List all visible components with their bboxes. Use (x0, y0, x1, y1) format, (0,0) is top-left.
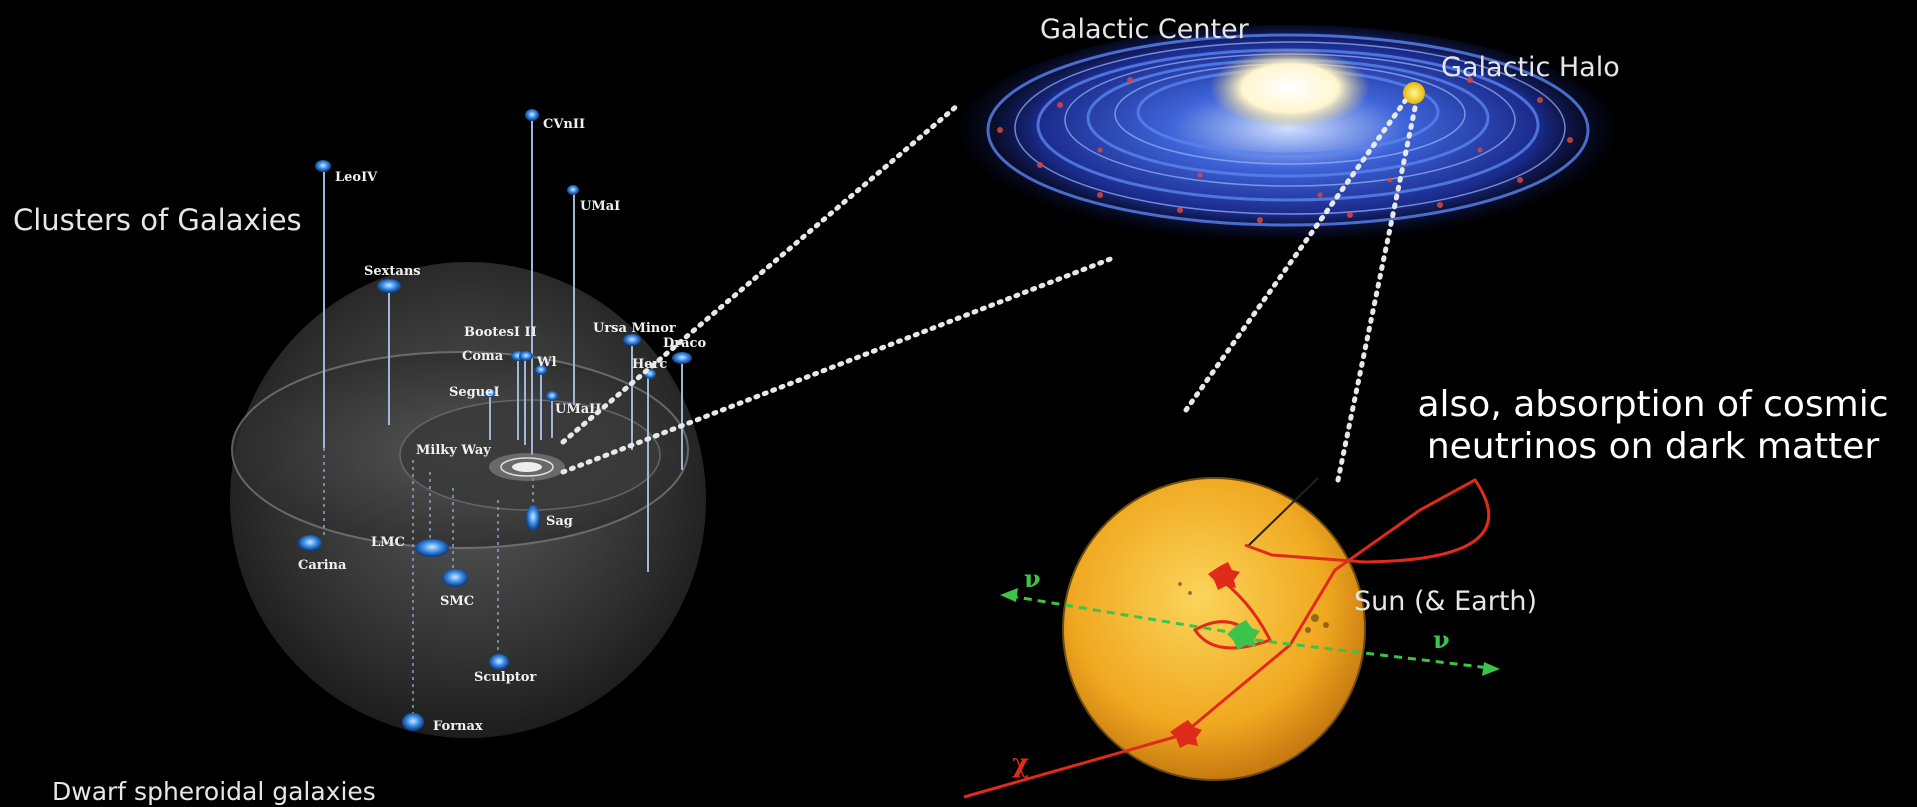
label-sextans: Sextans (364, 264, 421, 279)
galactic-halo-marker (1403, 82, 1425, 104)
note-box: also, absorption of cosmic neutrinos on … (1389, 370, 1917, 476)
galaxy-blobs (298, 109, 692, 731)
galaxy-blob-umaii (546, 391, 558, 401)
red-scatter-points (1170, 562, 1240, 748)
galaxy-stems (323, 117, 683, 572)
note-line-1: also, absorption of cosmic (1417, 384, 1889, 425)
note-line-2: neutrinos on dark matter (1426, 426, 1880, 467)
galactic-bulge (1210, 48, 1370, 128)
label-leoiv: LeoIV (335, 170, 378, 185)
clusters-label: Clusters of Galaxies (13, 203, 302, 237)
label-sag: Sag (546, 514, 573, 529)
milky-way-spiral (953, 25, 1623, 255)
milky-way-swirl (489, 453, 565, 481)
label-segue: SegueI (449, 385, 500, 400)
dwarf-label: Dwarf spheroidal galaxies (52, 777, 376, 806)
label-fornax: Fornax (433, 719, 483, 734)
galaxy-blob-wl (535, 365, 547, 375)
galaxy-blob-cvnii (525, 109, 539, 121)
label-sculptor: Sculptor (474, 670, 536, 685)
label-wl: Wl (536, 355, 557, 370)
sun-group (963, 477, 1500, 799)
connector-line-upper (560, 102, 961, 445)
galaxy-blob-sextans (377, 279, 401, 293)
label-umaii: UMaII (555, 402, 601, 417)
wimp-red-track (963, 478, 1491, 799)
galaxy-labels: CVnII LeoIV UMaI Sextans BootesI II Coma… (298, 117, 706, 734)
galaxy-drop-lines (323, 448, 534, 718)
nu-right-label: ν (1433, 625, 1450, 654)
galaxy-blob-smc (442, 569, 468, 587)
label-umai: UMaI (580, 199, 620, 214)
connector-line-halo-left (1183, 98, 1408, 413)
sun-label: Sun (& Earth) (1354, 586, 1537, 617)
galaxy-blob-draco (672, 352, 692, 364)
chi-label: χ (1012, 749, 1029, 779)
galaxy-blob-leoiv (315, 160, 331, 172)
label-carina: Carina (298, 558, 347, 573)
galaxy-blob-segue (484, 389, 496, 397)
connector-lines (560, 98, 1419, 483)
neutrino-arrow-right (1482, 662, 1500, 676)
label-coma: Coma (462, 349, 504, 364)
neutrino-lines (1009, 594, 1491, 670)
neutrino-arrow-left (1000, 588, 1018, 602)
connector-line-lower (560, 255, 1116, 475)
label-milky-way: Milky Way (416, 443, 491, 458)
sun-disk (1062, 477, 1366, 781)
galaxy-blob-fornax (402, 713, 424, 731)
earth-pointer-line (1247, 477, 1319, 547)
galaxy-blob-bootes (519, 351, 533, 361)
label-smc: SMC (440, 594, 474, 609)
galactic-halo-label: Galactic Halo (1441, 52, 1620, 83)
label-lmc: LMC (371, 535, 405, 550)
green-annihilation-point (1227, 620, 1260, 650)
galaxy-blob-umai (567, 185, 579, 195)
dwarf-sphere-group: CVnII LeoIV UMaI Sextans BootesI II Coma… (230, 109, 706, 738)
label-bootes: BootesI II (464, 325, 537, 340)
connector-line-halo-right (1335, 100, 1419, 483)
galactic-center-label: Galactic Center (1040, 14, 1250, 45)
galaxy-blob-sculptor (489, 654, 509, 670)
galaxy-blob-lmc (415, 539, 449, 557)
nu-left-label: ν (1024, 564, 1041, 593)
galaxy-blob-ursa-minor (623, 334, 641, 346)
galaxy-blob-sag (526, 505, 540, 531)
label-cvnii: CVnII (543, 117, 585, 132)
galaxy-blob-carina (298, 535, 322, 551)
label-ursa-minor: Ursa Minor (593, 321, 676, 336)
